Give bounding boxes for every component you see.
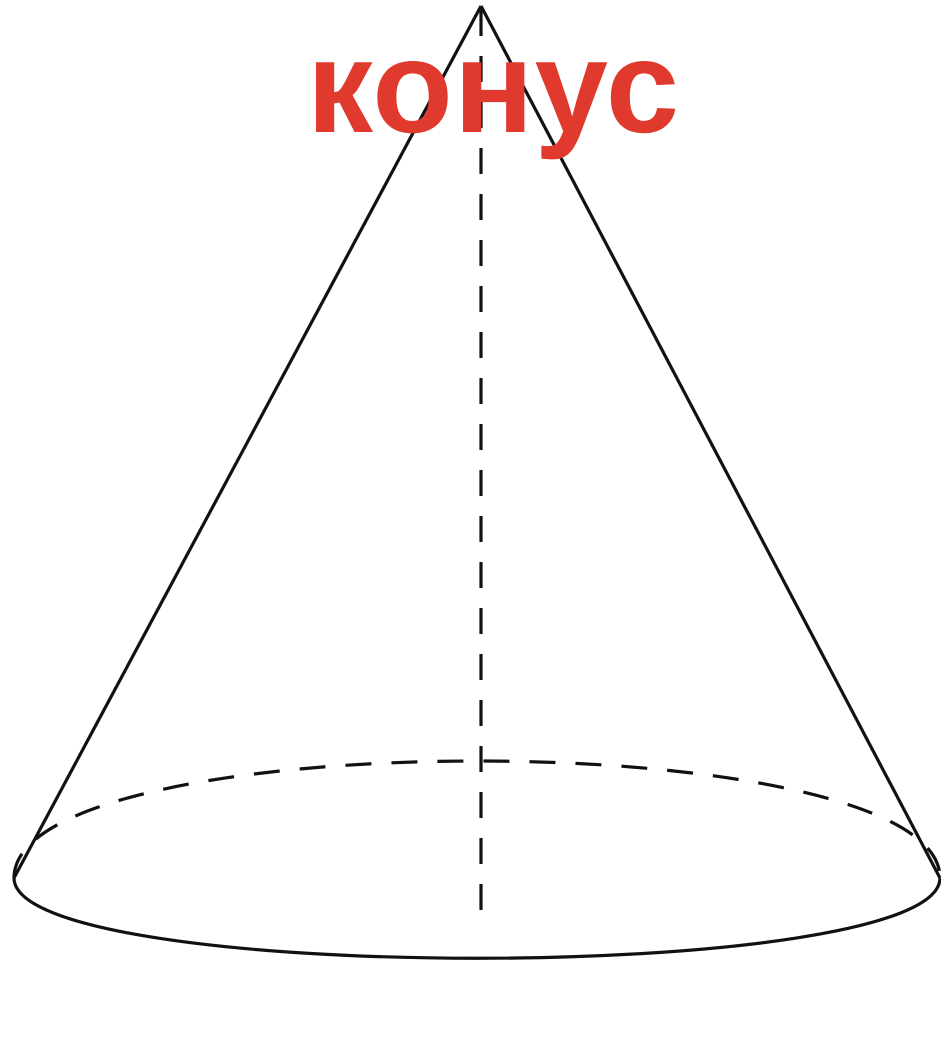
cone-base-front-arc [12,877,941,960]
figure-title: конус [306,13,681,160]
cone-base-back-arc [12,759,941,879]
cone-left-generatrix [12,5,483,879]
cone-right-generatrix [479,5,941,879]
